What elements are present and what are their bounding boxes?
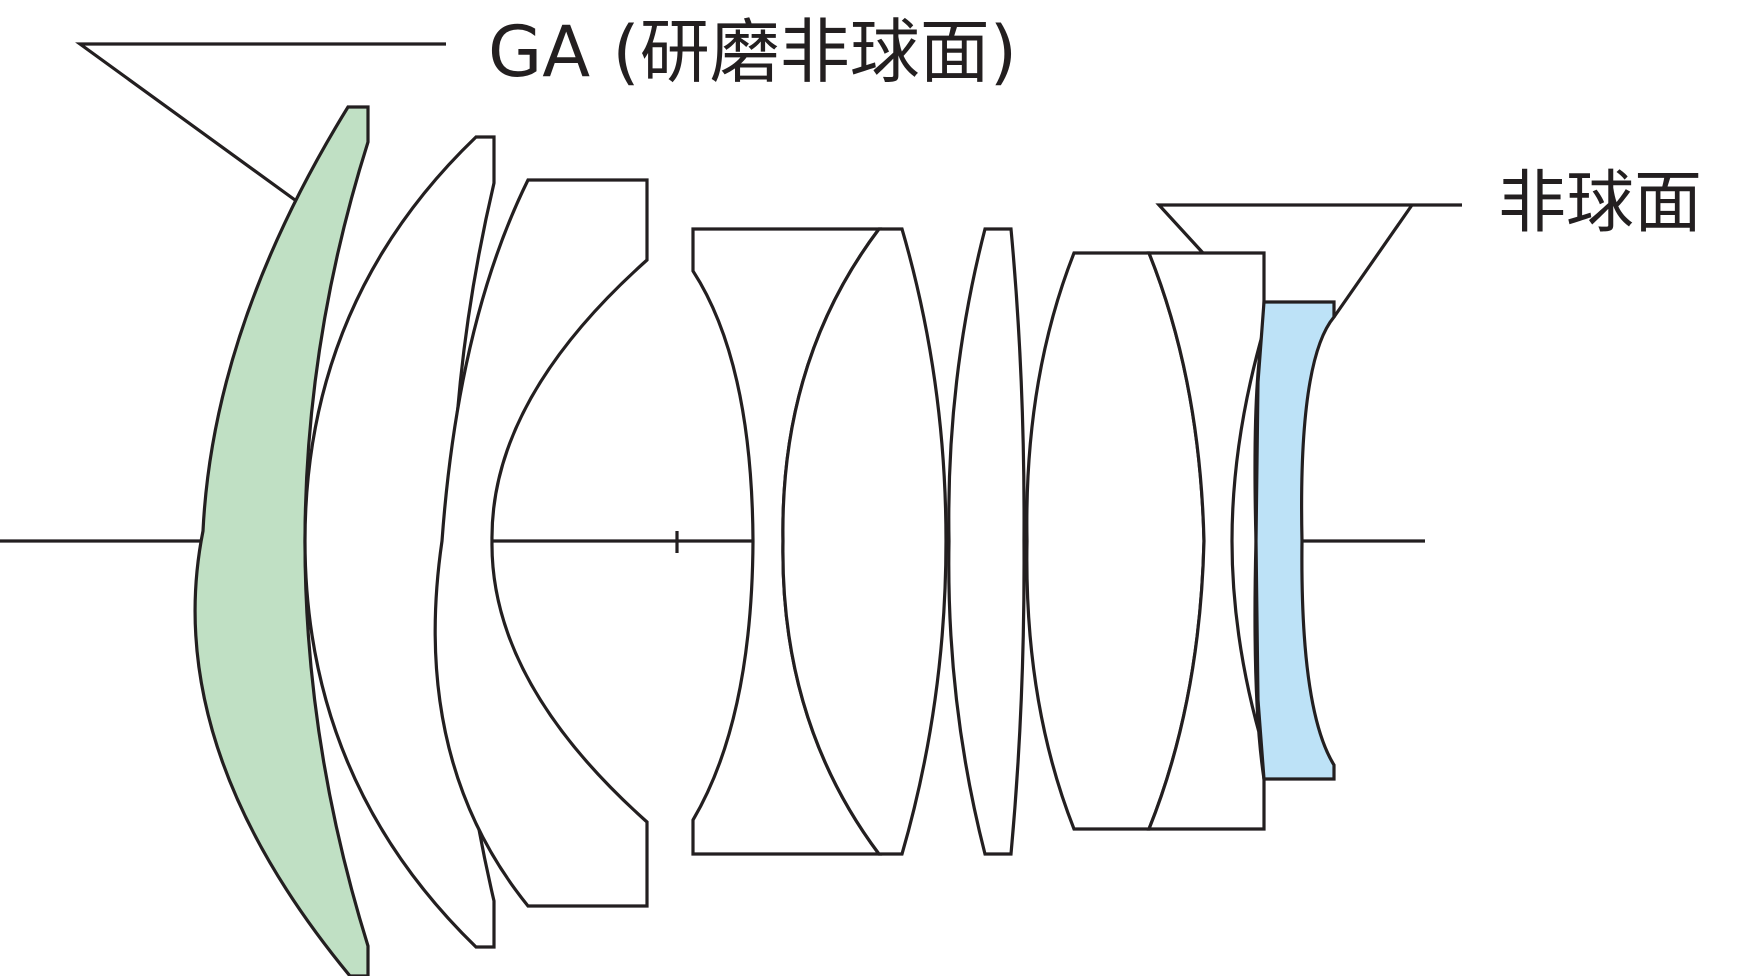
lens-element-5 — [781, 227, 948, 856]
lens-element-6 — [947, 227, 1026, 856]
aspherical-leader-line — [1155, 203, 1462, 255]
aspherical-leader-diagonal — [1332, 204, 1414, 318]
lens-element-10-aspherical — [1254, 300, 1336, 781]
ga-label: GA (研磨非球面) — [488, 11, 1017, 93]
ga-leader-line — [75, 42, 446, 202]
lens-element-3 — [433, 178, 649, 908]
lens-element-1-ga — [193, 105, 370, 976]
lens-element-8 — [1146, 251, 1266, 831]
aspherical-label: 非球面 — [1498, 164, 1702, 243]
